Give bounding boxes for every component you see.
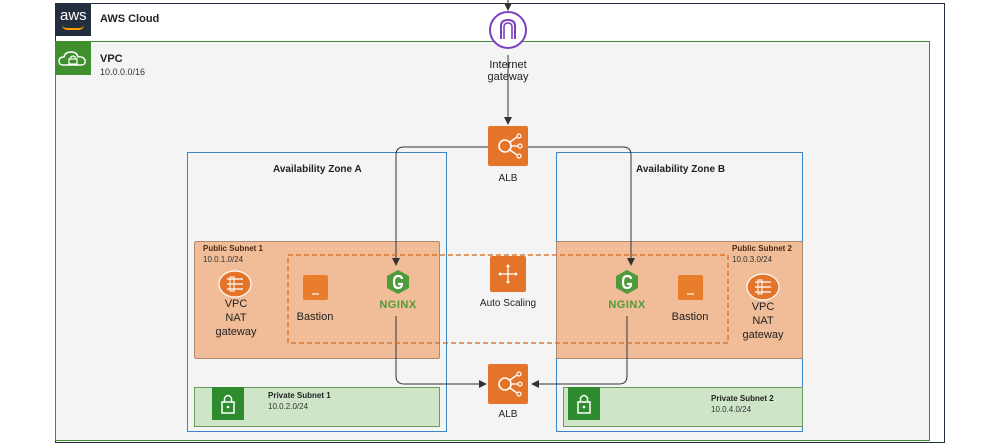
alb-bottom-icon xyxy=(488,364,528,404)
line-nginx-b-to-alb-bottom xyxy=(531,316,628,388)
private-subnet-1-label: Private Subnet 1 xyxy=(268,391,331,400)
nat-a-line2: NAT xyxy=(225,312,247,324)
internet-gateway-label: Internet gateway xyxy=(468,59,548,83)
public-subnet-1-label: Public Subnet 1 xyxy=(203,244,264,253)
public-subnet-2-label: Public Subnet 2 xyxy=(732,244,793,253)
alb-top-label: ALB xyxy=(498,173,518,184)
public-subnet-1-cidr: 10.0.1.0/24 xyxy=(203,255,244,264)
availability-zone-b-label: Availability Zone B xyxy=(636,164,726,175)
private-subnet-2-label: Private Subnet 2 xyxy=(711,394,774,403)
nat-gateway-a-label: VPC NAT gateway xyxy=(208,297,264,339)
private-subnet-2-cidr: 10.0.4.0/24 xyxy=(711,405,752,414)
bastion-a-icon xyxy=(303,275,328,300)
vpc-label: VPC xyxy=(100,53,123,65)
bastion-a-label: Bastion xyxy=(296,311,334,323)
nginx-b-label: NGINX xyxy=(608,299,646,311)
vpc-cidr: 10.0.0.0/16 xyxy=(100,67,146,77)
internet-gateway-icon xyxy=(488,10,528,50)
bastion-b-label: Bastion xyxy=(671,311,709,323)
aws-logo-text: aws xyxy=(60,7,87,24)
alb-top-icon xyxy=(488,126,528,166)
nat-a-line1: VPC xyxy=(224,298,248,310)
line-alb-to-nginx-b xyxy=(528,146,635,266)
private-subnet-2-lock-icon xyxy=(568,387,600,420)
availability-zone-a-label: Availability Zone A xyxy=(273,164,362,175)
nat-gateway-b-label: VPC NAT gateway xyxy=(735,300,791,342)
bastion-b-icon xyxy=(678,275,703,300)
alb-bottom-label: ALB xyxy=(498,409,518,420)
igw-label-line1: Internet xyxy=(489,59,527,71)
public-subnet-2-cidr: 10.0.3.0/24 xyxy=(732,255,773,264)
nat-b-line1: VPC xyxy=(751,301,775,313)
line-nginx-a-to-alb-bottom xyxy=(395,316,487,388)
aws-logo-icon: aws xyxy=(55,3,91,36)
aws-cloud-label: AWS Cloud xyxy=(100,13,160,25)
nat-gateway-a-icon xyxy=(218,270,252,298)
nginx-a-icon xyxy=(384,268,412,296)
nat-gateway-b-icon xyxy=(746,273,780,301)
auto-scaling-group-outline xyxy=(287,254,729,344)
connector-layer xyxy=(287,0,729,388)
nat-b-line2: NAT xyxy=(752,315,774,327)
igw-label-line2: gateway xyxy=(487,71,529,83)
private-subnet-1-cidr: 10.0.2.0/24 xyxy=(268,402,309,411)
line-alb-to-nginx-a xyxy=(392,146,488,266)
nat-a-line3: gateway xyxy=(215,326,257,338)
nat-b-line3: gateway xyxy=(742,329,784,341)
vpc-cloud-lock-icon xyxy=(55,41,91,75)
private-subnet-1-lock-icon xyxy=(212,387,244,420)
auto-scaling-icon xyxy=(490,256,526,292)
auto-scaling-label: Auto Scaling xyxy=(479,298,537,309)
nginx-b-icon xyxy=(613,268,641,296)
nginx-a-label: NGINX xyxy=(379,299,417,311)
